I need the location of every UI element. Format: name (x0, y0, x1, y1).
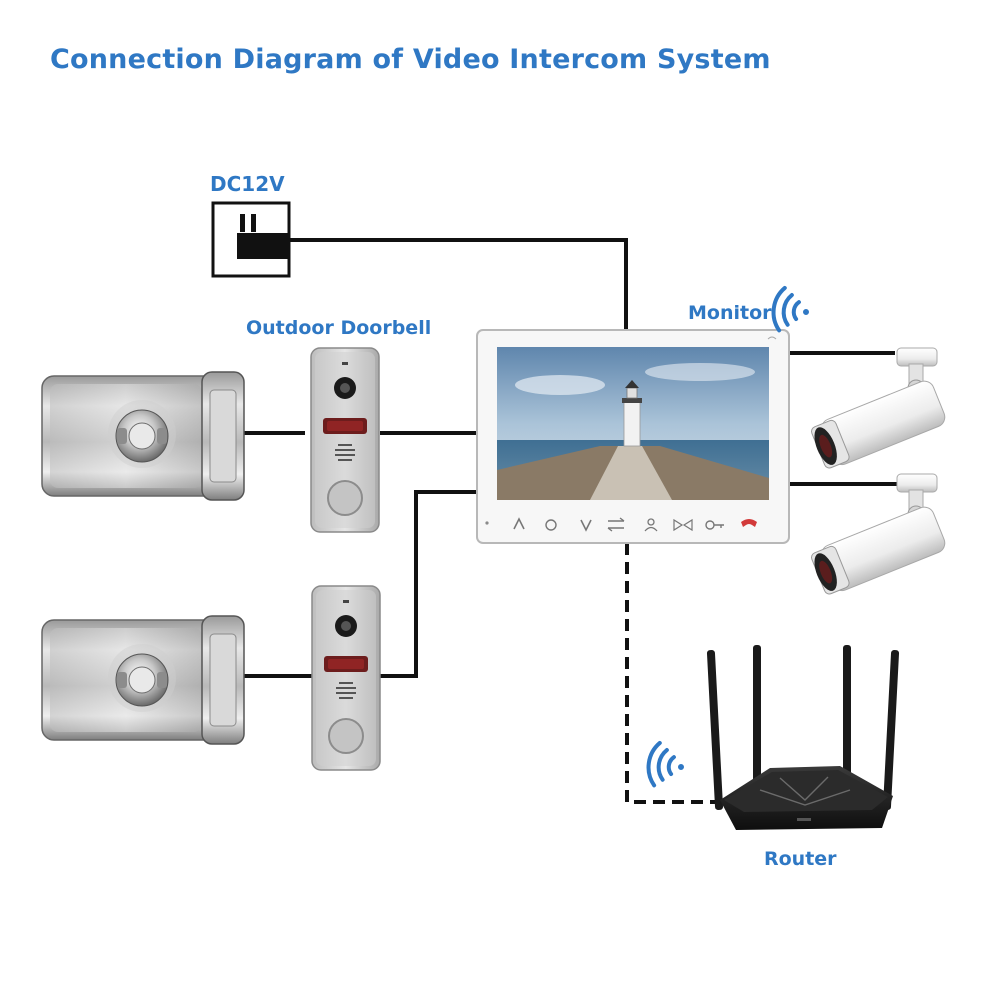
power-label: DC12V (210, 172, 285, 196)
network-wire (625, 543, 720, 804)
wires (236, 238, 900, 678)
wifi-icon (771, 285, 809, 333)
security-camera-icon (811, 473, 946, 595)
electric-lock-icon (41, 615, 245, 745)
down-arrow-icon (580, 519, 592, 532)
gate-icon (673, 518, 693, 532)
hangup-phone-icon (741, 519, 757, 527)
power-socket-icon (211, 201, 291, 278)
doorbell-icon (310, 347, 380, 533)
doorbell-wire-bottom (380, 490, 478, 678)
electric-lock-icon (41, 371, 245, 501)
monitor-label: Monitor (688, 302, 772, 324)
router-label: Router (764, 848, 837, 870)
wifi-icon (646, 740, 684, 788)
security-camera-icon (811, 347, 946, 469)
diagram-title: Connection Diagram of Video Intercom Sys… (50, 44, 771, 75)
power-indicator-icon (485, 521, 489, 525)
switch-icon (607, 517, 625, 532)
power-wire (289, 238, 628, 330)
up-arrow-icon (513, 517, 525, 530)
router-icon (706, 645, 900, 830)
monitor-icon (476, 329, 790, 544)
doorbell-icon (311, 585, 381, 771)
user-icon (647, 518, 655, 526)
doorbell-label: Outdoor Doorbell (246, 317, 432, 339)
settings-icon (545, 519, 557, 531)
